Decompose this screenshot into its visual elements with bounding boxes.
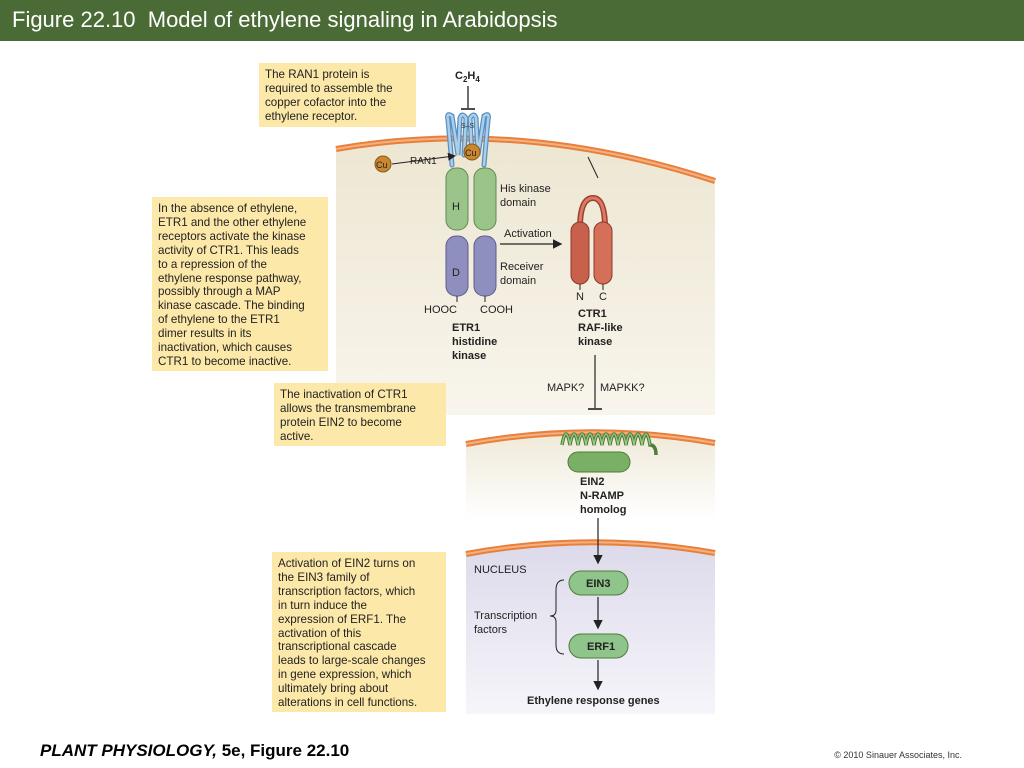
copper-free	[374, 155, 392, 173]
receiver-domain-left	[445, 235, 469, 297]
ein3-label: EIN3	[586, 578, 610, 590]
his-kinase-domain-right	[473, 167, 497, 231]
hooc-label: HOOC	[424, 304, 457, 316]
cooh-label: COOH	[480, 304, 513, 316]
title-bar: Figure 22.10 Model of ethylene signaling…	[0, 0, 1024, 41]
footer-book-title: PLANT PHYSIOLOGY,	[40, 741, 217, 760]
cytoplasm-region	[336, 139, 715, 416]
ctr1-domain-c	[593, 221, 613, 285]
c2h4-label: C2H4	[455, 70, 480, 84]
footer-copyright: © 2010 Sinauer Associates, Inc.	[834, 750, 962, 760]
his-kinase-label-2: domain	[500, 197, 536, 209]
etr1-label-1: ETR1	[452, 322, 480, 334]
note-absence-of-ethylene: In the absence of ethylene, ETR1 and the…	[152, 197, 328, 371]
ctr1-label-1: CTR1	[578, 308, 607, 320]
ctr1-label-2: RAF-like	[578, 322, 623, 334]
ein3-node	[568, 570, 629, 596]
erf1-node	[568, 633, 629, 659]
disulfide-label: S–S	[461, 123, 475, 130]
copper-bound-label: Cu	[465, 148, 477, 158]
h-label: H	[452, 201, 460, 213]
footer-citation: PLANT PHYSIOLOGY, 5e, Figure 22.10	[40, 741, 349, 761]
copper-bound	[463, 143, 481, 161]
copper-free-label: Cu	[376, 160, 388, 170]
page-title: Figure 22.10 Model of ethylene signaling…	[12, 7, 558, 32]
ran1-arrow	[391, 152, 456, 165]
er-membrane-pointer	[587, 156, 599, 179]
etr1-label-3: kinase	[452, 350, 486, 362]
ein2-label-2: N-RAMP	[580, 490, 624, 502]
c-label: C	[599, 291, 607, 303]
tf-brace	[549, 579, 565, 655]
receiver-label-1: Receiver	[500, 261, 544, 273]
n-label: N	[576, 291, 584, 303]
ein2-label-3: homolog	[580, 504, 626, 516]
d-label: D	[452, 267, 460, 279]
ctr1-label-3: kinase	[578, 336, 612, 348]
response-genes-label: Ethylene response genes	[527, 695, 660, 707]
note-ran1: The RAN1 protein is required to assemble…	[259, 63, 416, 127]
mapk-label: MAPK?	[547, 382, 584, 394]
ein2-label-1: EIN2	[580, 476, 604, 488]
note-ctr1-inactivation: The inactivation of CTR1 allows the tran…	[274, 383, 446, 446]
etr1-label-2: histidine	[452, 336, 497, 348]
footer-edition: 5e, Figure 22.10	[216, 741, 350, 760]
tf-label-1: Transcription	[474, 610, 537, 622]
note-ein2-activation: Activation of EIN2 turns on the EIN3 fam…	[272, 552, 446, 712]
ran1-label: RAN1	[410, 156, 437, 167]
mapkk-label: MAPKK?	[600, 382, 645, 394]
receiver-label-2: domain	[500, 275, 536, 287]
nucleus-region	[466, 541, 715, 714]
ein2-cytoplasm-region	[466, 431, 715, 520]
receiver-domain-right	[473, 235, 497, 297]
tf-label-2: factors	[474, 624, 508, 636]
ctr1-domain-n	[570, 221, 590, 285]
erf1-label: ERF1	[587, 641, 615, 653]
activation-label: Activation	[504, 228, 552, 240]
his-kinase-label-1: His kinase	[500, 183, 551, 195]
ein2-cytoplasmic-domain	[567, 451, 631, 473]
his-kinase-domain-left	[445, 167, 469, 231]
nucleus-label: NUCLEUS	[474, 564, 527, 576]
